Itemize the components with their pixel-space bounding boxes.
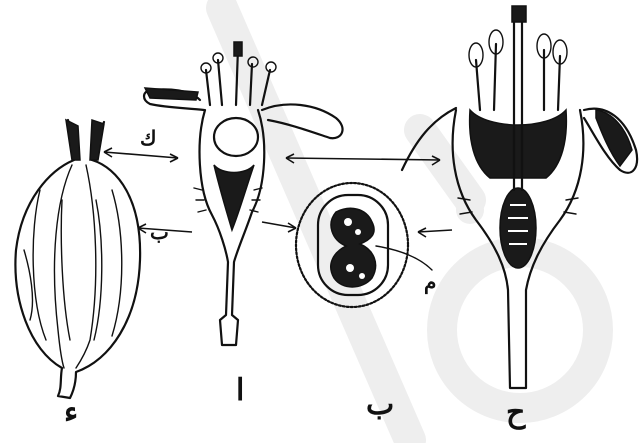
fruit-figure	[15, 120, 140, 398]
label-longitudinal-section: ح	[506, 398, 525, 428]
label-part-b: ب	[150, 222, 169, 242]
watermark-graphic	[222, 8, 598, 440]
label-cross-section: ب	[366, 390, 394, 420]
label-part-k: ك	[140, 128, 156, 148]
label-fruit: ء	[64, 398, 78, 428]
label-flower: ا	[236, 376, 244, 406]
label-part-m: م	[424, 272, 436, 292]
